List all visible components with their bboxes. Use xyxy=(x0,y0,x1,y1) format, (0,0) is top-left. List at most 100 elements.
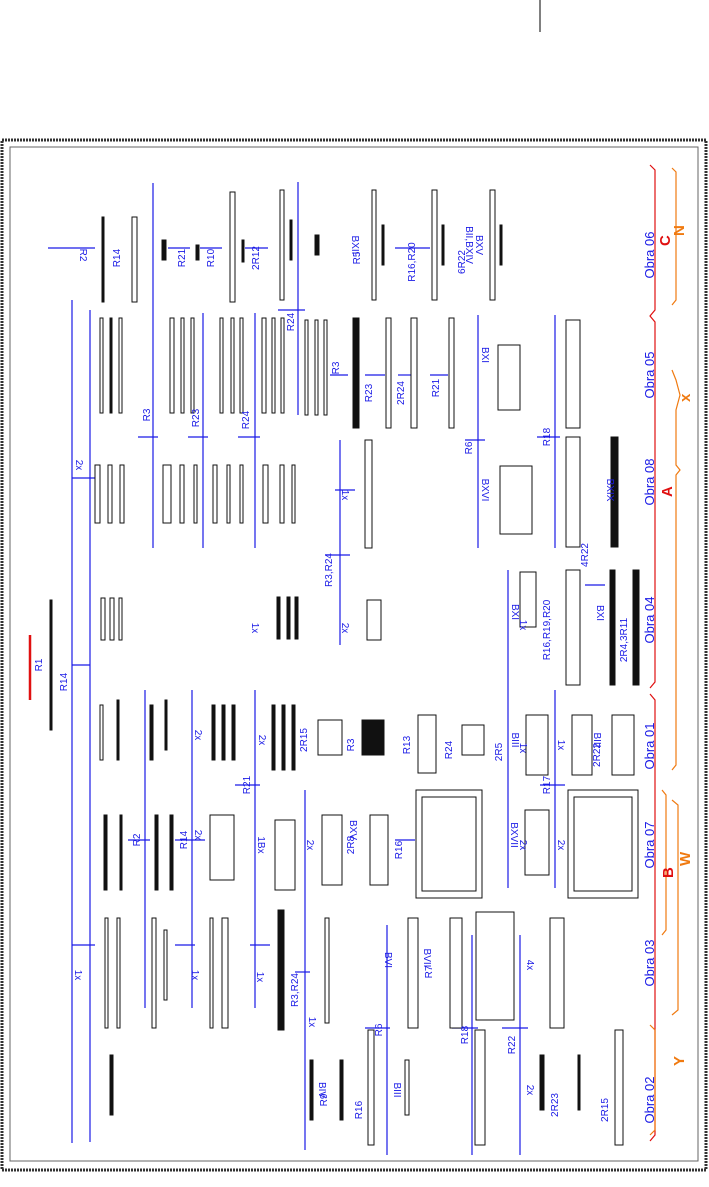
obra-label: Obra 02 xyxy=(642,1077,657,1124)
structural-member xyxy=(565,319,581,429)
structural-member xyxy=(294,596,299,640)
part-label: 1x xyxy=(72,970,83,981)
structural-member xyxy=(609,569,616,686)
part-label: BIII xyxy=(591,732,602,747)
part-label: 2x xyxy=(73,460,84,471)
structural-member xyxy=(524,809,550,876)
structural-member xyxy=(262,464,269,524)
part-label: 1x xyxy=(254,972,265,983)
structural-member xyxy=(366,599,382,641)
structural-member xyxy=(314,319,319,416)
structural-member xyxy=(417,714,437,774)
part-label: R21 xyxy=(431,378,442,397)
part-label: 2x xyxy=(517,840,528,851)
letter-n: N xyxy=(671,225,688,236)
part-label: R18 xyxy=(460,1025,471,1044)
structural-member xyxy=(271,704,276,771)
structural-member xyxy=(103,814,108,891)
structural-member xyxy=(323,319,328,416)
structural-member xyxy=(611,714,635,776)
part-label: R3,R24 xyxy=(324,553,335,587)
part-label: BXI xyxy=(594,605,605,621)
structural-member xyxy=(49,599,53,731)
structural-member xyxy=(169,317,175,414)
structural-member xyxy=(632,569,640,686)
part-label: R3,R24 xyxy=(290,973,301,1007)
part-label: R17 xyxy=(542,775,553,794)
structural-member xyxy=(474,1029,486,1146)
part-label: R6 xyxy=(464,441,475,454)
structural-member xyxy=(489,189,496,301)
part-label: R2 xyxy=(132,833,143,846)
structural-member xyxy=(116,917,121,1029)
structural-member xyxy=(101,216,105,303)
letter-x: x xyxy=(677,393,694,402)
part-label: BIV xyxy=(316,1082,327,1098)
part-label: R2 xyxy=(77,249,88,262)
part-label: R16 xyxy=(354,1100,365,1119)
obra-label: Obra 08 xyxy=(642,459,657,506)
structural-member xyxy=(116,699,120,761)
structural-member xyxy=(131,216,138,303)
part-label: R14 xyxy=(59,672,70,691)
part-label: 2R23 xyxy=(550,1093,561,1117)
structural-member xyxy=(339,1059,344,1121)
structural-member xyxy=(221,917,229,1029)
structural-member xyxy=(565,436,581,548)
part-label: 1x xyxy=(517,743,528,754)
part-label: BXVII xyxy=(508,822,519,848)
part-label: 1x xyxy=(249,623,260,634)
part-label: 1x xyxy=(189,970,200,981)
structural-member xyxy=(99,704,104,761)
structural-member xyxy=(118,597,123,641)
part-label: R22 xyxy=(507,1035,518,1054)
part-label: R13 xyxy=(402,735,413,754)
structural-member xyxy=(281,704,286,771)
part-label: BXI xyxy=(509,604,520,620)
structural-member xyxy=(404,1059,410,1116)
structural-member xyxy=(162,464,172,524)
structural-member xyxy=(352,317,360,429)
part-label: BVII xyxy=(421,949,432,968)
part-label: 2R24 xyxy=(396,381,407,405)
part-label: R14 xyxy=(112,248,123,267)
part-label: 2x xyxy=(256,735,267,746)
obra-label: Obra 07 xyxy=(642,822,657,869)
structural-member xyxy=(449,917,463,1029)
part-label: 6R22 xyxy=(457,250,468,274)
structural-member xyxy=(104,917,109,1029)
brace-orange-06 xyxy=(671,167,677,306)
structural-member xyxy=(565,569,581,686)
structural-member xyxy=(304,319,309,416)
structural-member xyxy=(324,917,330,1024)
brace-red-lower xyxy=(649,693,656,1142)
structural-member xyxy=(149,704,154,761)
brace-orange-03 xyxy=(661,789,667,936)
part-label: R14 xyxy=(179,830,190,849)
structural-member xyxy=(109,1054,114,1116)
structural-member xyxy=(317,719,343,756)
structural-member xyxy=(229,191,236,303)
structural-member xyxy=(211,704,216,761)
brace-orange-02 xyxy=(649,1024,656,1136)
part-label: 4R22 xyxy=(580,543,591,567)
obra-label: Obra 05 xyxy=(642,352,657,399)
structural-member xyxy=(279,464,285,524)
structural-member xyxy=(271,317,276,414)
part-label: R1 xyxy=(34,658,45,671)
structural-member xyxy=(421,796,477,892)
structural-member xyxy=(230,317,235,414)
letter-b: B xyxy=(660,867,677,878)
part-label: R9 xyxy=(319,1093,330,1106)
part-label: 2R4,3R11 xyxy=(619,617,630,662)
structural-member xyxy=(277,909,285,1031)
part-label: 2x xyxy=(192,830,203,841)
structural-member xyxy=(109,317,113,414)
part-label: R5 xyxy=(352,251,363,264)
structural-member xyxy=(154,814,159,891)
part-label: R10 xyxy=(206,248,217,267)
part-label: 2R5 xyxy=(494,742,505,761)
structural-parts xyxy=(49,189,640,1146)
letter-a: A xyxy=(659,486,676,497)
part-label: BII,BXIV xyxy=(463,226,474,264)
